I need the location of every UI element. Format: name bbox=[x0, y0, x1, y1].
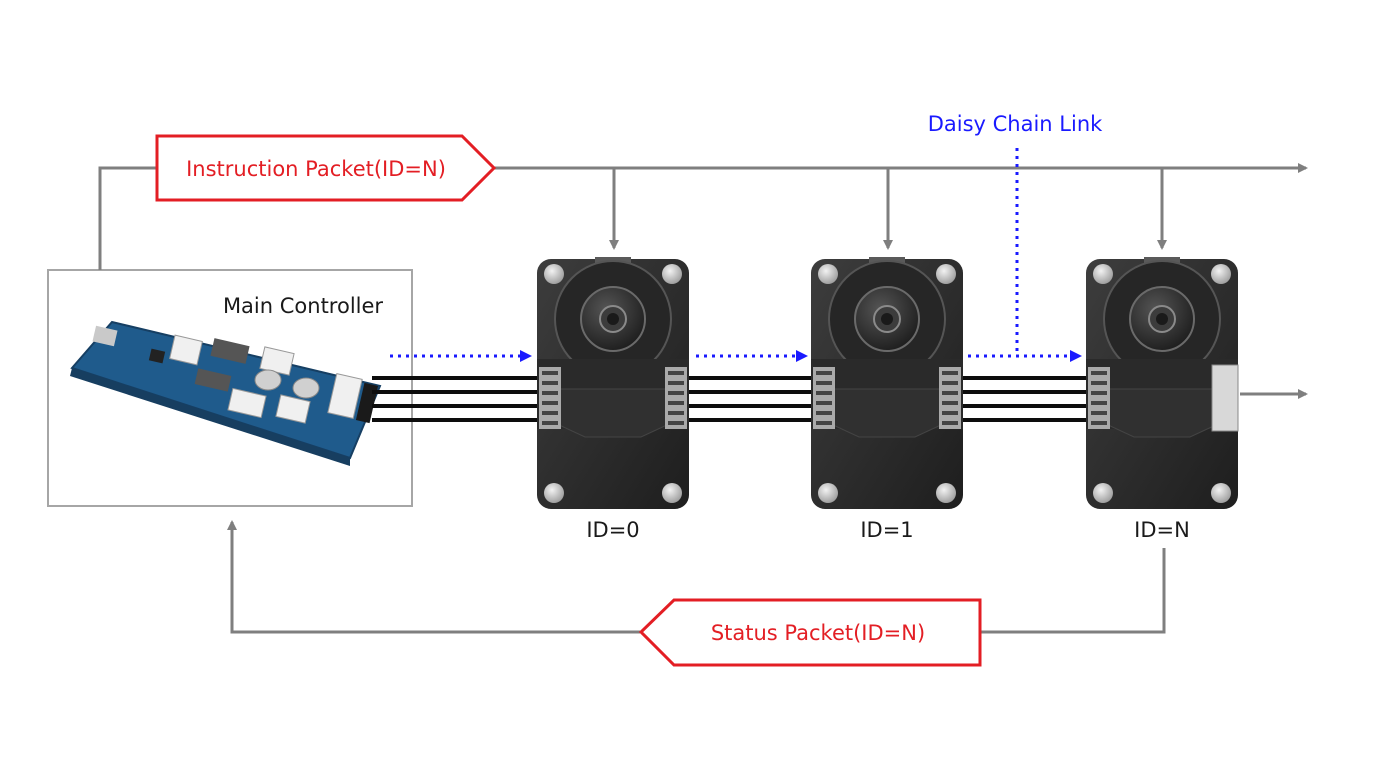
daisy-chain-link-label: Daisy Chain Link bbox=[928, 112, 1103, 136]
dynamixel-servo-icon bbox=[536, 256, 690, 510]
controller-board-icon bbox=[70, 320, 382, 466]
servo-id-label: ID=0 bbox=[586, 518, 639, 542]
servo-id-label: ID=1 bbox=[860, 518, 913, 542]
servo-n bbox=[1085, 256, 1239, 510]
servo-0 bbox=[536, 256, 690, 510]
main-controller-label: Main Controller bbox=[223, 294, 383, 318]
status-packet-tag: Status Packet(ID=N) bbox=[638, 598, 982, 667]
daisy-chain-arrowheads bbox=[520, 350, 1082, 362]
dynamixel-servo-icon bbox=[810, 256, 964, 510]
daisy-chain-cables bbox=[372, 376, 1110, 422]
instruction-bus bbox=[98, 163, 1308, 399]
servo-id-label: ID=N bbox=[1134, 518, 1190, 542]
status-packet-label: Status Packet(ID=N) bbox=[711, 621, 925, 645]
instruction-packet-label: Instruction Packet(ID=N) bbox=[186, 157, 446, 181]
servo-1 bbox=[810, 256, 964, 510]
instruction-packet-tag: Instruction Packet(ID=N) bbox=[155, 134, 497, 202]
status-return-path bbox=[227, 520, 1166, 634]
